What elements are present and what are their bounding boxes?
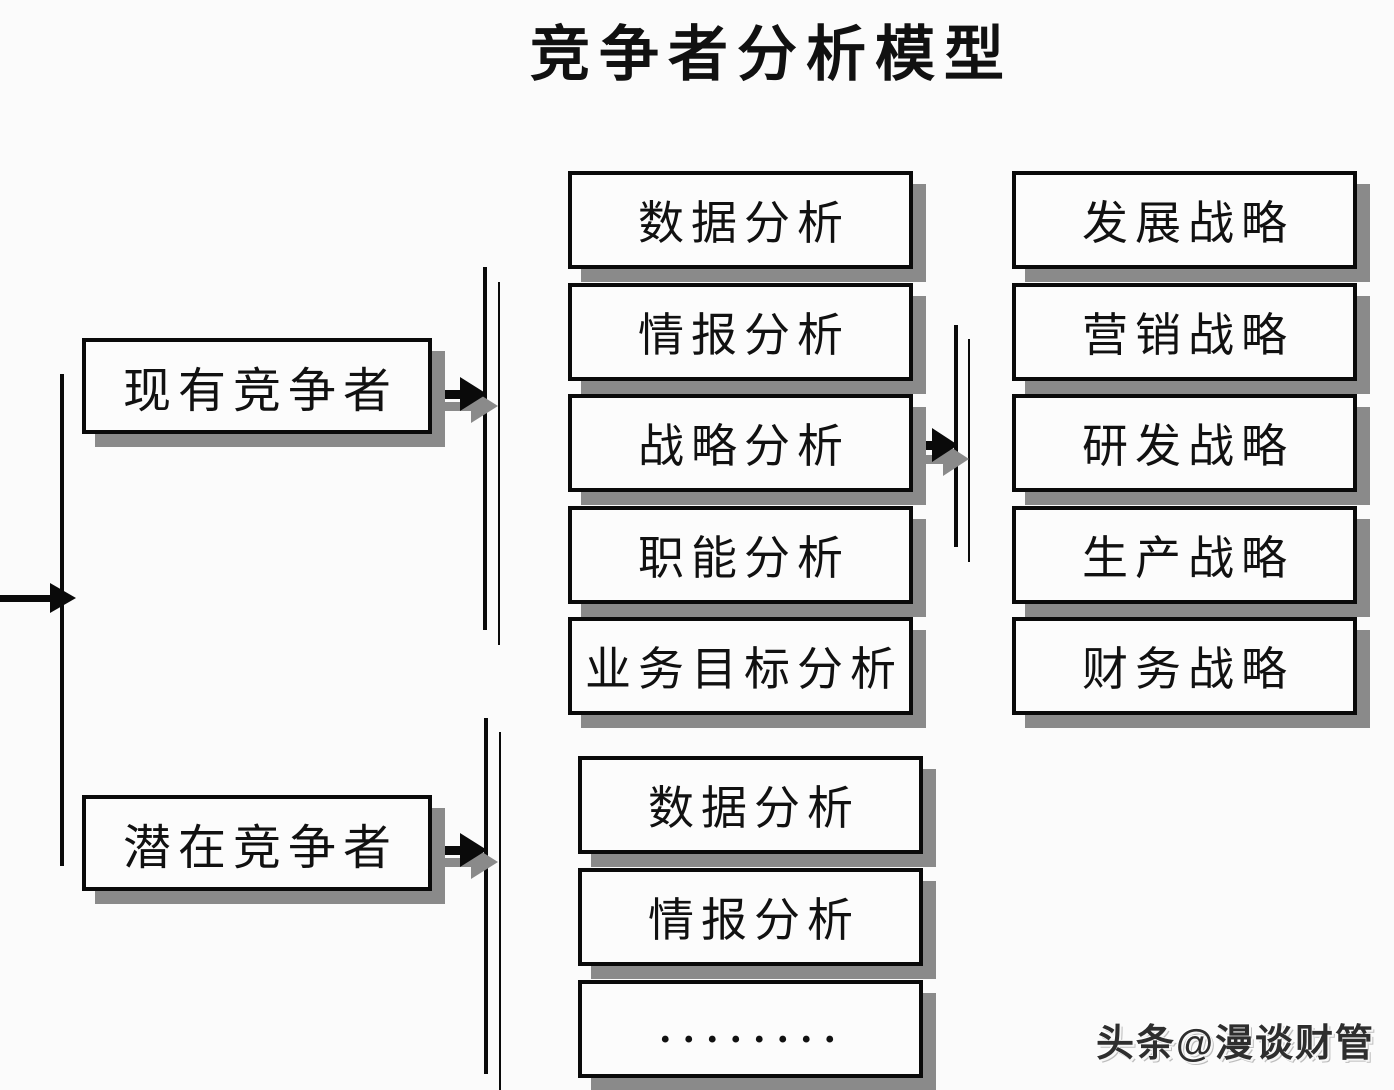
node-development-strategy: 发展战略: [1012, 171, 1357, 269]
node-data-analysis-2: 数据分析: [578, 756, 923, 854]
bottom-group-double-line-thin: [499, 732, 501, 1090]
entry-arrow-icon: [50, 583, 76, 613]
node-intelligence-analysis-2: 情报分析: [578, 868, 923, 966]
existing-arrow-shadow-shaft: [441, 402, 473, 411]
watermark-text: 头条@漫谈财管: [1096, 1023, 1376, 1065]
node-production-strategy: 生产战略: [1012, 506, 1357, 604]
node-strategy-analysis: 战略分析: [568, 394, 913, 492]
node-potential-competitors: 潜在竞争者: [82, 795, 432, 891]
node-finance-strategy: 财务战略: [1012, 617, 1357, 715]
node-function-analysis: 职能分析: [568, 506, 913, 604]
bottom-group-double-line-thick: [484, 718, 488, 1074]
entry-arrow-shaft: [0, 595, 52, 602]
left-bracket-line: [60, 374, 64, 866]
node-intelligence-analysis: 情报分析: [568, 283, 913, 381]
node-rnd-strategy: 研发战略: [1012, 394, 1357, 492]
diagram-title: 竞争者分析模型: [530, 22, 1013, 88]
node-ellipsis: ........: [578, 980, 923, 1078]
strategy-arrow-icon: [932, 428, 958, 462]
potential-arrow-shaft: [430, 846, 462, 855]
node-data-analysis: 数据分析: [568, 171, 913, 269]
top-group-double-line-thick: [483, 267, 487, 630]
strategy-arrow-shaft: [910, 441, 934, 450]
node-business-goal-analysis: 业务目标分析: [568, 617, 913, 715]
node-existing-competitors: 现有竞争者: [82, 338, 432, 434]
existing-arrow-icon: [460, 377, 487, 411]
strategy-group-double-line-thin: [968, 339, 970, 562]
existing-arrow-shaft: [430, 390, 462, 399]
potential-arrow-icon: [460, 833, 487, 867]
node-marketing-strategy: 营销战略: [1012, 283, 1357, 381]
top-group-double-line-thin: [498, 282, 500, 645]
potential-arrow-shadow-shaft: [441, 858, 473, 867]
